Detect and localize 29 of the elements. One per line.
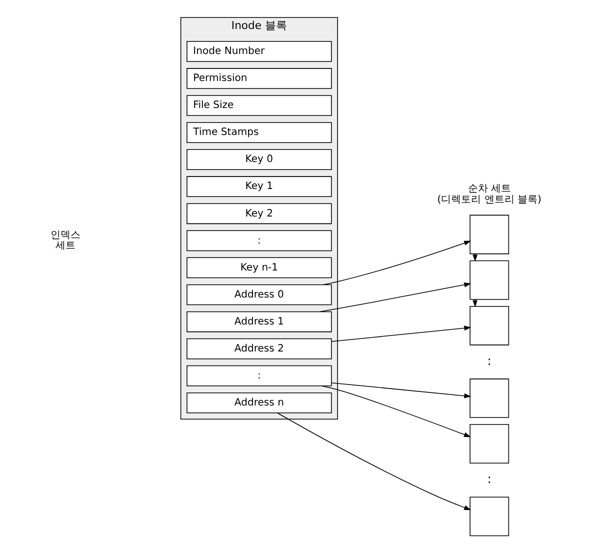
label: 순차 세트 (디렉토리 엔트리 블록) xyxy=(436,184,541,206)
node-box: Key n-1 xyxy=(186,257,332,278)
arrow xyxy=(330,382,471,398)
arrow xyxy=(320,386,470,438)
node-box xyxy=(469,496,509,536)
arrow xyxy=(276,412,471,510)
node-box: Time Stamps xyxy=(186,122,332,143)
node-box: Key 0 xyxy=(186,149,332,170)
arrow xyxy=(330,326,471,342)
node-box: Address 0 xyxy=(186,284,332,306)
node-box: Address n xyxy=(186,392,332,414)
arrow xyxy=(319,282,471,312)
label: : xyxy=(486,472,491,486)
node-box: File Size xyxy=(186,95,332,116)
label: 인덱스 세트 xyxy=(50,230,80,252)
arrow xyxy=(322,240,471,286)
node-box xyxy=(469,306,509,346)
node-box: Key 1 xyxy=(186,176,332,198)
label: : xyxy=(486,354,491,368)
node-box: Permission xyxy=(186,68,332,89)
node-box: : xyxy=(186,365,332,386)
arrow xyxy=(472,299,477,308)
node-box: : xyxy=(186,230,332,252)
node-box: Key 2 xyxy=(186,203,332,224)
node-box xyxy=(469,424,509,464)
node-box: Inode Number xyxy=(186,41,332,62)
node-box: Address 1 xyxy=(186,311,332,332)
node-box: Address 2 xyxy=(186,338,332,360)
node-box xyxy=(469,378,509,418)
